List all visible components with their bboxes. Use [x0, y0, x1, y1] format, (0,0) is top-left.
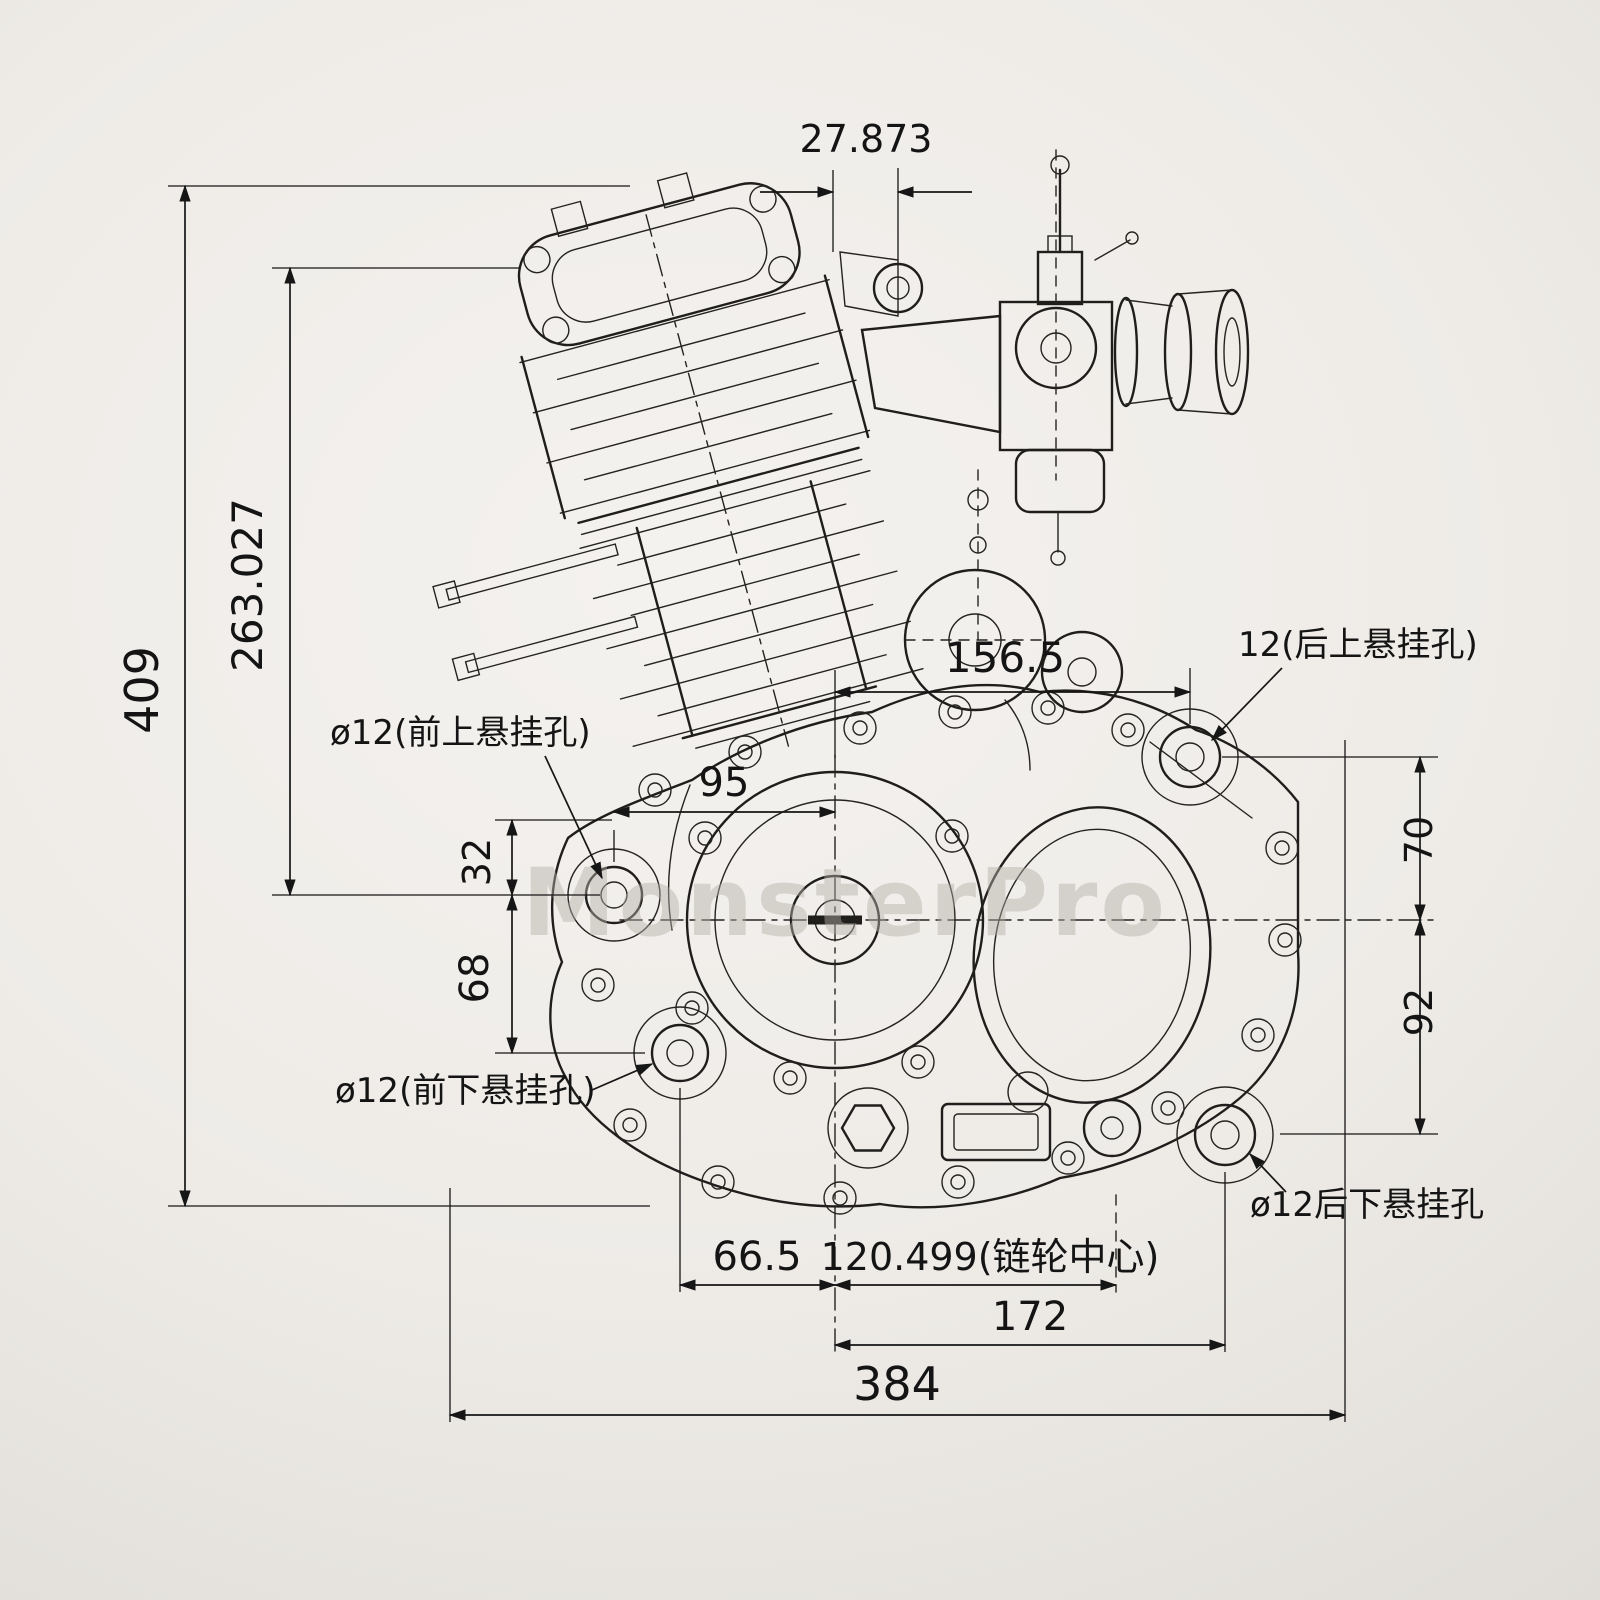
front-lower-mount-hole: [650, 1023, 710, 1083]
dim-front-upper-to-crank: 95: [699, 760, 750, 806]
crankcase-outline: [549, 683, 1300, 1209]
watermark-text: MonsterPro: [522, 849, 1168, 958]
rear-upper-hole-label: 12(后上悬挂孔): [1238, 625, 1478, 665]
clutch-cover: [972, 806, 1212, 1104]
dim-sprocket-center: 120.499(链轮中心): [821, 1235, 1160, 1279]
dim-total-height: 409: [115, 646, 169, 734]
case-bolts: [581, 691, 1302, 1215]
cylinder-centerline: [645, 214, 790, 747]
engine-stud-upper: [445, 543, 619, 601]
cover-boss-right: [656, 172, 695, 209]
rear-lower-hole-label: ø12后下悬挂孔: [1250, 1185, 1484, 1225]
dim-crank-to-rear-lower: 172: [992, 1294, 1068, 1340]
head-bracket-hole: [872, 262, 924, 314]
drain-bolt-hex: [840, 1104, 896, 1152]
dimension-annotations: 27.873 409 263.027 156.5 ø12(前上悬挂孔) 95 3…: [115, 117, 1484, 1422]
front-upper-hole-label: ø12(前上悬挂孔): [330, 713, 591, 753]
intake-manifold: [860, 314, 1002, 434]
dim-total-width: 384: [853, 1357, 941, 1411]
dim-front-mount-vertical: 68: [452, 953, 498, 1004]
head-bracket: [839, 251, 924, 317]
air-intake-flange: [1214, 288, 1250, 416]
float-bowl: [1014, 448, 1106, 514]
dim-top-offset: 27.873: [800, 117, 933, 161]
dim-front-lower-to-crank: 66.5: [712, 1234, 801, 1280]
dim-centerline-to-case-bottom: 92: [1397, 988, 1441, 1036]
shift-shaft: [1082, 1098, 1142, 1158]
engine-outline: [432, 149, 1439, 1353]
rear-lower-mount-hole: [1193, 1103, 1257, 1167]
dim-boss-gap: 32: [455, 838, 499, 886]
bottom-plate: [940, 1102, 1052, 1162]
dim-head-to-front-upper-mount: 263.027: [223, 498, 272, 672]
front-lower-hole-label: ø12(前下悬挂孔): [335, 1071, 596, 1111]
dim-crank-to-rear-upper-mount: 156.5: [945, 633, 1065, 682]
head-fins: [519, 274, 871, 520]
dim-rear-upper-to-centerline: 70: [1397, 816, 1441, 864]
cover-boss-left: [550, 200, 589, 238]
rear-upper-mount-hole: [1158, 725, 1222, 789]
cylinder-assembly: [432, 172, 924, 749]
valve-cover: [517, 182, 801, 347]
carb-top-cap: [1036, 250, 1084, 306]
crankcase: [549, 568, 1439, 1353]
engine-stud-lower: [464, 615, 639, 674]
carburetor: [860, 149, 1250, 641]
